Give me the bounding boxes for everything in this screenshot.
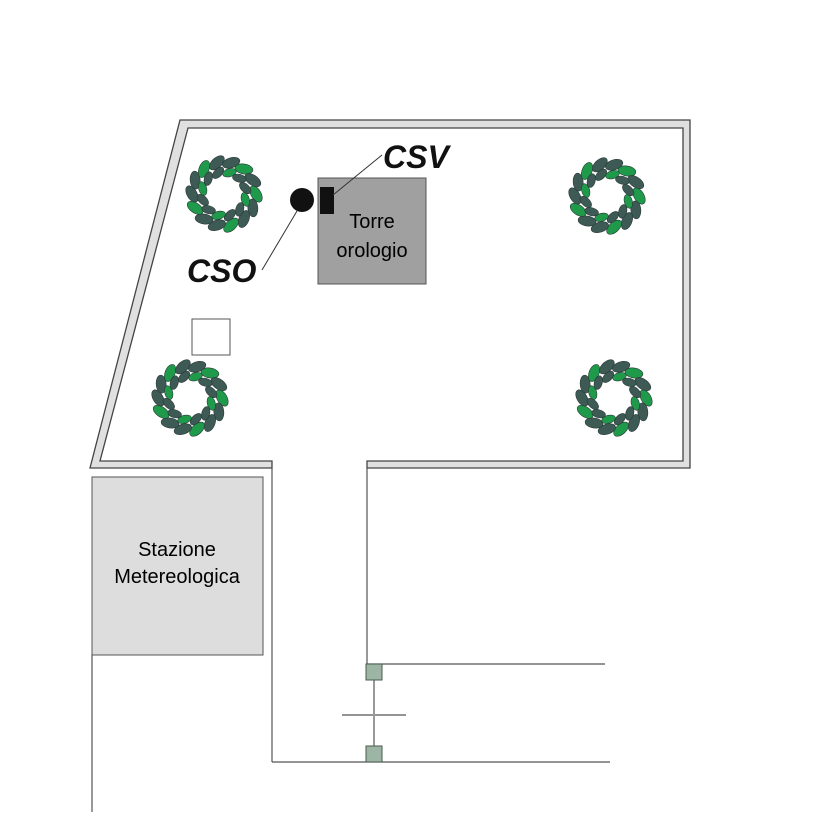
small-square xyxy=(191,318,231,356)
tower-label-2: orologio xyxy=(336,240,407,262)
tree-icon xyxy=(185,155,263,233)
cso-label: CSO xyxy=(187,253,256,289)
weather-station xyxy=(91,476,264,656)
cso-sensor xyxy=(290,188,314,212)
cso-leader-line xyxy=(261,210,298,271)
path-lines xyxy=(91,468,610,812)
station-label-1: Stazione xyxy=(138,539,216,561)
gate-post-bottom xyxy=(365,745,383,763)
tower-label-1: Torre xyxy=(349,211,395,233)
tree-icon xyxy=(568,157,646,235)
csv-leader-line xyxy=(332,154,383,196)
csv-label: CSV xyxy=(383,139,451,175)
clock-tower xyxy=(317,177,427,285)
csv-sensor xyxy=(320,187,334,214)
tree-icon xyxy=(575,359,653,437)
station-label-2: Metereologica xyxy=(114,566,241,588)
gate-post-top xyxy=(365,663,383,681)
tree-icon xyxy=(151,359,229,437)
